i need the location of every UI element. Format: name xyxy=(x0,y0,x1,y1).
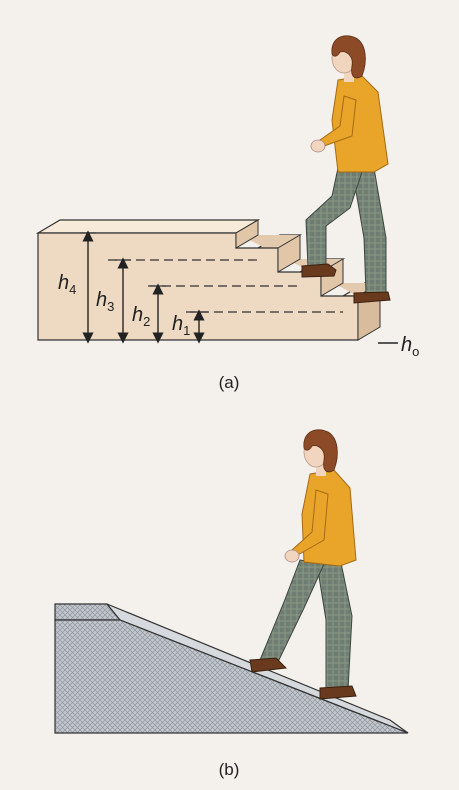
hair-b xyxy=(303,429,338,473)
height-arrows xyxy=(82,230,205,344)
hair xyxy=(331,35,366,79)
ramp-front-face xyxy=(54,619,409,734)
panel-b: (b) xyxy=(54,429,409,779)
ramp xyxy=(54,603,409,734)
label-h4: h4 xyxy=(58,272,76,297)
label-h0: ho xyxy=(401,334,419,359)
back-shoe-b xyxy=(319,685,357,700)
label-h2: h2 xyxy=(132,304,150,329)
stair-riser-2 xyxy=(277,234,301,273)
front-shoe-b xyxy=(249,657,288,673)
back-shoe xyxy=(353,291,391,304)
front-shoe xyxy=(301,263,337,278)
stair-top-1 xyxy=(35,219,261,234)
stair-riser-3 xyxy=(320,258,344,297)
staircase-block xyxy=(35,219,383,341)
woman-climbing-stairs xyxy=(301,35,391,304)
woman-walking-ramp xyxy=(249,429,357,700)
caption-b: (b) xyxy=(219,760,240,779)
label-h1: h1 xyxy=(172,313,190,338)
panel-a: h4 h3 h2 h1 ho (a) xyxy=(35,35,419,392)
caption-a: (a) xyxy=(219,373,240,392)
stair-riser-1 xyxy=(235,219,259,249)
height-reference-lines xyxy=(108,259,343,313)
label-h3: h3 xyxy=(96,289,114,314)
